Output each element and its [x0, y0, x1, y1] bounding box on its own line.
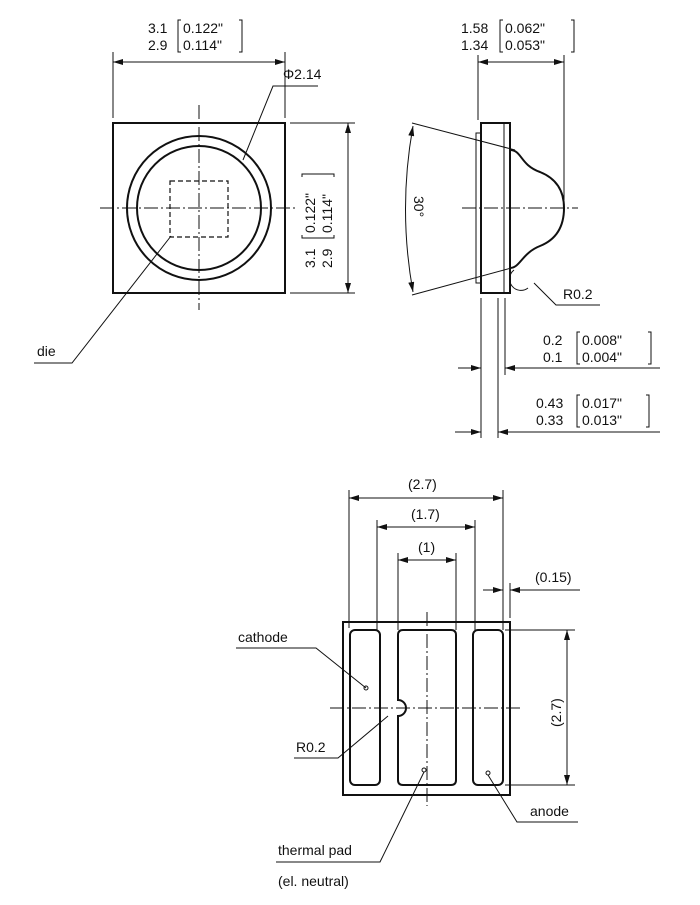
svg-text:0.008": 0.008": [582, 332, 622, 348]
base-dim-label: 0.43 0.33 0.017" 0.013": [536, 394, 650, 428]
anode-label: anode: [530, 803, 569, 819]
svg-text:0.053": 0.053": [505, 37, 545, 53]
side-view: 30° R0.2 1.58 1.34 0.062" 0.053" 0.2 0.1…: [405, 19, 660, 438]
bracket: [177, 19, 243, 53]
top-view: 3.1 2.9 0.122" 0.114" 3.1 2.9 0.122" 0.1…: [34, 19, 355, 364]
svg-text:0.43: 0.43: [536, 395, 563, 411]
svg-text:0.122": 0.122": [302, 193, 318, 233]
svg-text:0.013": 0.013": [582, 412, 622, 428]
pad-height-label: (2.7): [548, 698, 564, 727]
radius-label: R0.2: [563, 286, 593, 302]
mid-width-label: (1.7): [411, 506, 440, 522]
svg-text:3.1: 3.1: [302, 248, 318, 268]
die-leader: [34, 235, 172, 364]
lens-dome: [509, 149, 566, 269]
svg-text:0.2: 0.2: [543, 332, 563, 348]
radius-leader: [533, 282, 600, 306]
svg-text:0.122": 0.122": [183, 20, 223, 36]
svg-text:1.58: 1.58: [461, 20, 488, 36]
svg-text:0.33: 0.33: [536, 412, 563, 428]
lens-diameter-label: Φ2.14: [283, 66, 322, 82]
svg-text:0.114": 0.114": [319, 194, 335, 233]
svg-text:0.017": 0.017": [582, 395, 622, 411]
svg-text:2.9: 2.9: [148, 37, 168, 53]
angle-label: 30°: [411, 196, 427, 217]
svg-text:2.9: 2.9: [319, 248, 335, 268]
svg-text:1.34: 1.34: [461, 37, 488, 53]
width-dim-label: 3.1 2.9 0.122" 0.114": [148, 19, 243, 53]
inner-width-label: (1): [418, 539, 435, 555]
layer-dim-label: 0.2 0.1 0.008" 0.004": [543, 331, 652, 365]
svg-text:0.062": 0.062": [505, 20, 545, 36]
notch-radius-label: R0.2: [296, 739, 326, 755]
diameter-leader: [242, 85, 318, 161]
height-dim-label: 3.1 2.9 0.122" 0.114": [301, 173, 335, 268]
thermal-pad: [397, 629, 457, 786]
thermal-pad-note: (el. neutral): [278, 873, 349, 889]
svg-text:0.004": 0.004": [582, 349, 622, 365]
cathode-label: cathode: [238, 629, 288, 645]
thermal-pad-label: thermal pad: [278, 842, 352, 858]
height-dim-label: 1.58 1.34 0.062" 0.053": [461, 19, 575, 53]
svg-text:3.1: 3.1: [148, 20, 168, 36]
gap-label: (0.15): [535, 569, 572, 585]
bottom-view: (2.7) (1.7) (1) (0.15) (2.7) cathode R0.…: [236, 476, 580, 889]
die-label: die: [37, 343, 56, 359]
svg-text:0.1: 0.1: [543, 349, 563, 365]
outer-width-label: (2.7): [408, 476, 437, 492]
svg-text:0.114": 0.114": [183, 37, 222, 53]
angle-arc: [405, 125, 415, 293]
